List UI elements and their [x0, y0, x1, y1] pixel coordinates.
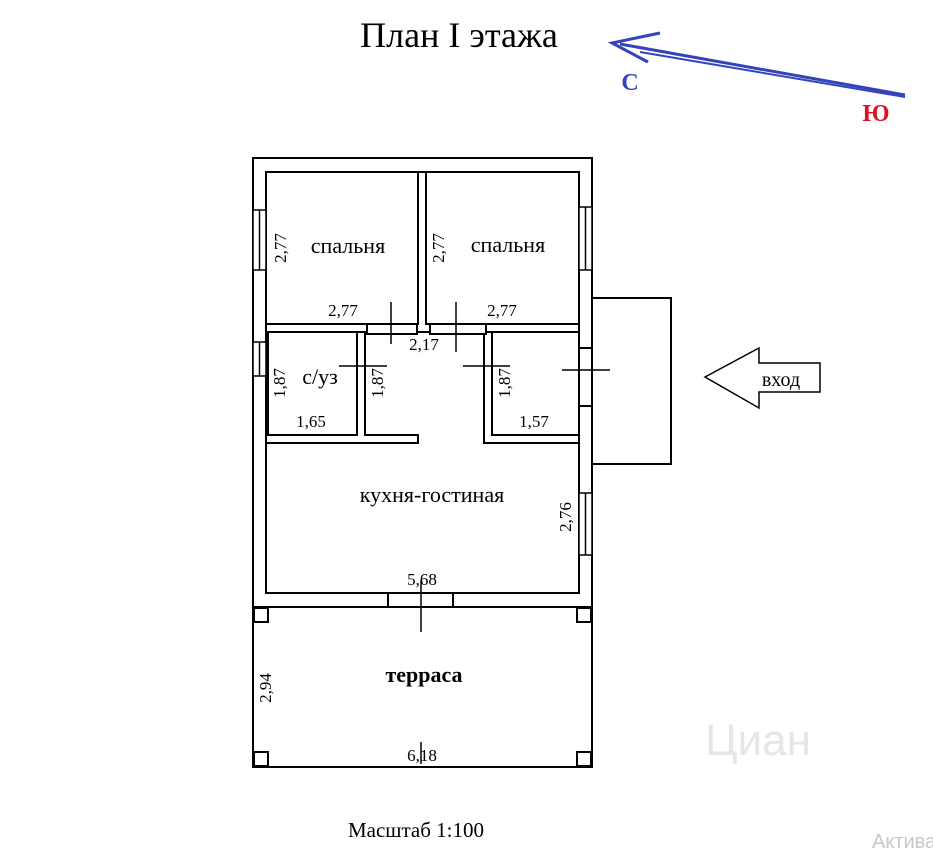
room-label-bathroom: с/уз: [302, 364, 338, 389]
watermark-corner-text: Актива: [872, 831, 933, 853]
dim-terrace-width: 6,18: [407, 746, 437, 765]
dim-bathroom-height: 1,87: [270, 368, 289, 398]
dim-hall-height: 1,87: [368, 368, 387, 398]
porch-outline: [592, 297, 672, 465]
entrance-label: вход: [762, 369, 800, 391]
plan-title: План I этажа: [360, 15, 558, 55]
south-label: Ю: [862, 101, 889, 127]
entrance-porch: [578, 297, 672, 465]
dim-kitchen-width: 5,68: [407, 570, 437, 589]
hall-partition-left: [266, 332, 419, 444]
entrance-door: [578, 347, 593, 407]
room-label-bedroom-left: спальня: [311, 233, 385, 258]
dim-bedroom-left-height: 2,77: [271, 233, 290, 263]
compass-arrowhead: [607, 31, 661, 64]
dim-bathroom-width: 1,65: [296, 412, 326, 431]
dimension-ticks: [339, 302, 610, 764]
compass: С Ю: [607, 31, 906, 127]
bathroom-walls: [267, 331, 358, 436]
dim-storage-height: 1,87: [495, 368, 514, 398]
terrace-post-bottom-left: [253, 751, 269, 767]
door-openings: [366, 323, 487, 335]
dim-terrace-height: 2,94: [256, 673, 275, 703]
compass-arrow-line-2: [639, 51, 906, 98]
room-label-kitchen-living: кухня-гостиная: [360, 482, 504, 507]
terrace-outline: [252, 606, 593, 768]
scale-label: Масштаб 1:100: [348, 818, 484, 842]
dim-bedroom-right-width: 2,77: [487, 301, 517, 320]
dim-hall-width: 2,17: [409, 335, 439, 354]
bedroom-left-door: [366, 323, 418, 335]
watermark-brand: Циан: [705, 716, 811, 765]
terrace: [252, 606, 593, 768]
terrace-post-top-left: [253, 607, 269, 623]
north-label: С: [621, 70, 638, 96]
dim-storage-width: 1,57: [519, 412, 549, 431]
dim-bedroom-right-height: 2,77: [429, 233, 448, 263]
dim-bedroom-left-width: 2,77: [328, 301, 358, 320]
dim-kitchen-height: 2,76: [556, 502, 575, 532]
room-label-bedroom-right: спальня: [471, 232, 545, 257]
windows: [252, 206, 593, 556]
room-label-terrace: терраса: [385, 662, 462, 687]
hall-partition-right: [483, 332, 579, 444]
terrace-post-bottom-right: [576, 751, 592, 767]
bedroom-right-door: [429, 323, 487, 335]
entrance-arrow-shape: [703, 346, 821, 410]
entrance-arrow: вход: [703, 346, 821, 410]
compass-arrow: [619, 42, 906, 97]
terrace-post-top-right: [576, 607, 592, 623]
